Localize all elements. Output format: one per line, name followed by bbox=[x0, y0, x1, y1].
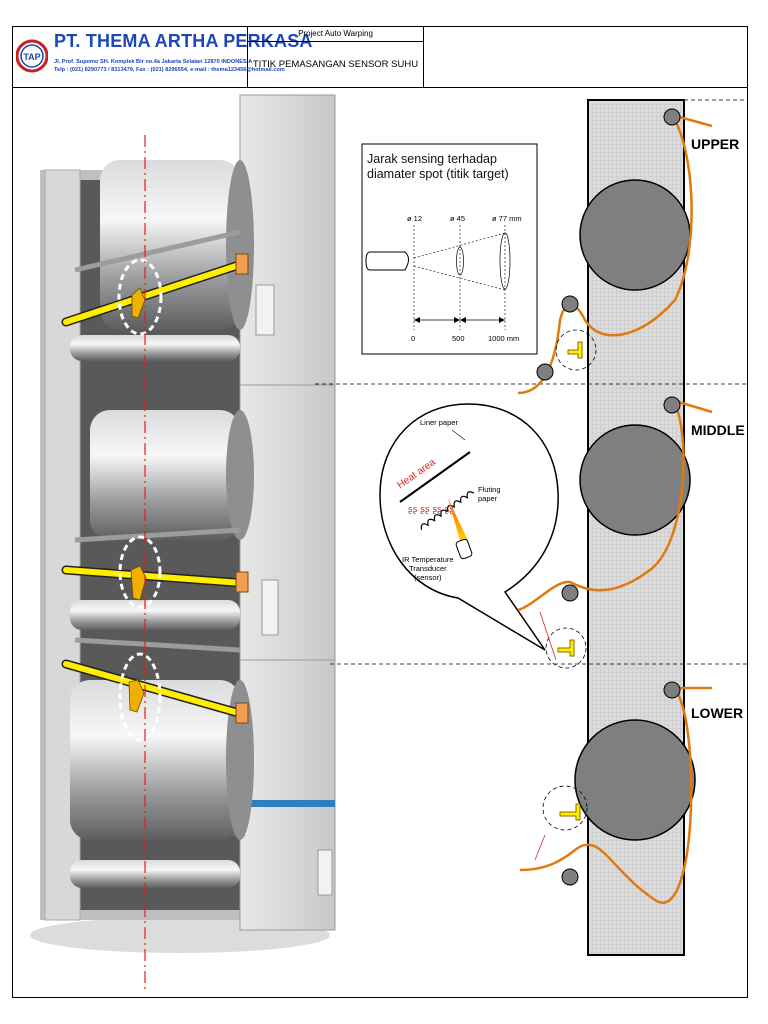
liner-paper-label: Liner paper bbox=[420, 418, 458, 427]
zone-label-middle: MIDDLE bbox=[691, 422, 745, 438]
spot-diagram-title-line2: diamater spot (titik target) bbox=[367, 167, 509, 181]
sensor-callout-bubble: ʂʂ ʂʂ ʂʂ ʂʂ bbox=[379, 403, 559, 651]
distance-label: 0 bbox=[411, 334, 416, 343]
machine-illustration bbox=[30, 94, 336, 990]
machine-drum bbox=[70, 680, 254, 840]
fluting-paper-label: Fluting paper bbox=[478, 485, 501, 503]
ir-sensor-line3: (sensor) bbox=[414, 573, 442, 582]
sensor-spot-marker bbox=[118, 535, 162, 609]
address-line-2: Telp : (021) 8290773 / 8313479, Fax : (0… bbox=[54, 67, 285, 73]
company-logo: TAP bbox=[16, 39, 48, 73]
upper-drum bbox=[517, 108, 713, 395]
sensor-spot-marker bbox=[118, 652, 162, 742]
spot-distance-diagram bbox=[361, 143, 538, 355]
middle-drum bbox=[517, 396, 713, 669]
zone-label-lower: LOWER bbox=[691, 705, 744, 721]
zone-label-upper: UPPER bbox=[691, 136, 740, 152]
spot-size-label: ø 12 bbox=[407, 214, 423, 223]
fluting-paper-line2: paper bbox=[478, 494, 498, 503]
address-line-1: Jl. Prof. Supomo SH. Komplek Bir no.4a J… bbox=[54, 59, 253, 65]
project-name: Project Auto Warping bbox=[248, 26, 423, 42]
dryer-section-diagram bbox=[315, 99, 748, 956]
sensor-mounting-rod bbox=[61, 659, 249, 724]
title-block bbox=[12, 26, 748, 88]
sensor-mounting-rod bbox=[61, 565, 249, 601]
ir-sensor-line1: IR Temperature bbox=[402, 555, 454, 564]
document-title: TITIK PEMASANGAN SENSOR SUHU bbox=[252, 59, 419, 70]
spot-size-label: ø 77 mm bbox=[492, 214, 522, 223]
lower-drum bbox=[519, 681, 712, 904]
svg-text:ʂʂ ʂʂ ʂʂ ʂʂ: ʂʂ ʂʂ ʂʂ ʂʂ bbox=[408, 505, 454, 515]
fluting-paper-line1: Fluting bbox=[478, 485, 501, 494]
page-frame bbox=[12, 26, 748, 998]
distance-label: 1000 mm bbox=[488, 334, 520, 343]
machine-drum bbox=[90, 410, 254, 540]
distance-label: 500 bbox=[452, 334, 465, 343]
machine-drum bbox=[100, 160, 254, 330]
spot-diagram-title: Jarak sensing terhadap diamater spot (ti… bbox=[367, 152, 509, 182]
project-box: Project Auto Warping TITIK PEMASANGAN SE… bbox=[247, 26, 424, 88]
ir-sensor-line2: Transducer bbox=[408, 564, 447, 573]
sensor-spot-marker bbox=[117, 258, 163, 336]
spot-size-label: ø 45 bbox=[450, 214, 466, 223]
spot-diagram-title-line1: Jarak sensing terhadap bbox=[367, 152, 497, 166]
company-address: Jl. Prof. Supomo SH. Komplek Bir no.4a J… bbox=[54, 58, 285, 74]
ir-sensor-label: IR Temperature Transducer (sensor) bbox=[402, 555, 454, 582]
svg-text:TAP: TAP bbox=[23, 52, 40, 62]
sensor-mounting-rod bbox=[61, 253, 249, 327]
